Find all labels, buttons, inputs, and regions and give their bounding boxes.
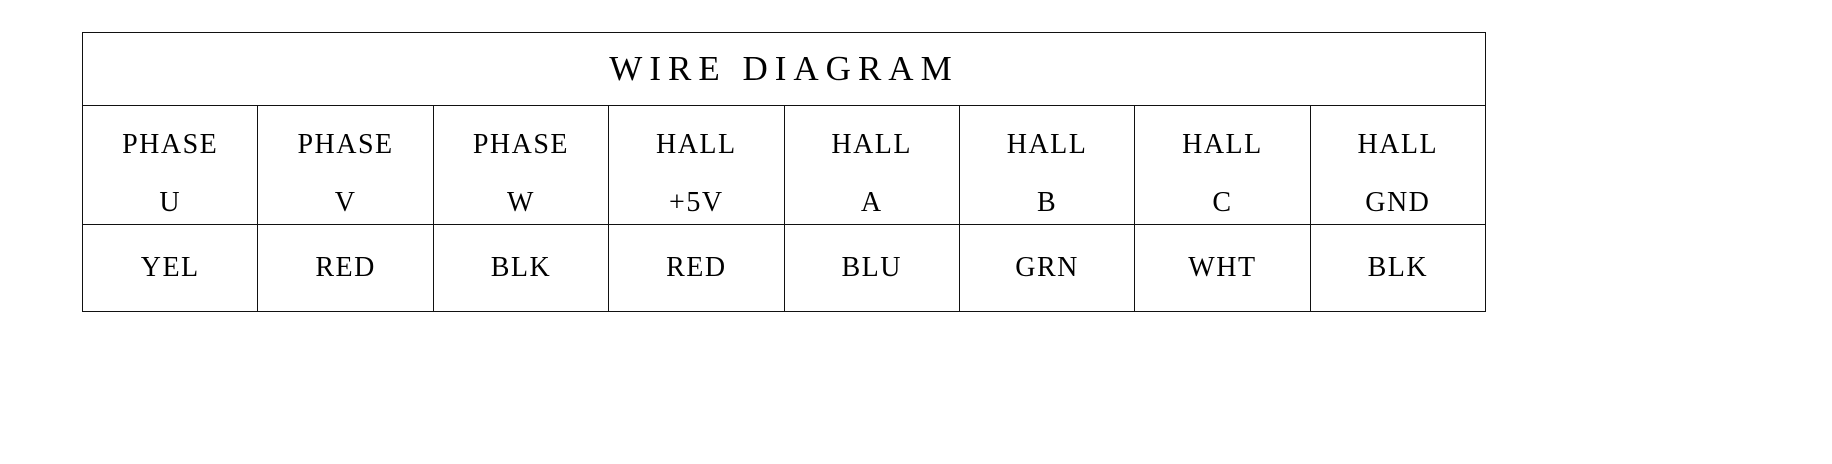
table-title: WIRE DIAGRAM bbox=[82, 32, 1486, 106]
header-line1: HALL bbox=[655, 129, 737, 160]
header-line1: PHASE bbox=[472, 129, 570, 160]
header-line2: GND bbox=[1365, 187, 1431, 218]
header-cell-hall-a: HALL A bbox=[783, 105, 960, 225]
table-row-values: YEL RED BLK RED BLU GRN WHT BLK bbox=[81, 224, 1487, 312]
header-line1: HALL bbox=[1006, 129, 1088, 160]
value-cell-hall-c: WHT bbox=[1134, 224, 1311, 312]
table-row-header: PHASE U PHASE V PHASE W HALL +5V HALL bbox=[81, 105, 1487, 225]
header-cell-hall-5v: HALL +5V bbox=[608, 105, 785, 225]
value-cell-hall-gnd: BLK bbox=[1309, 224, 1487, 312]
header-line1: HALL bbox=[1182, 129, 1263, 160]
value-cell-hall-5v: RED bbox=[608, 224, 785, 312]
header-line1: PHASE bbox=[297, 129, 394, 160]
value-cell-hall-a: BLU bbox=[783, 224, 960, 312]
header-line1: HALL bbox=[1357, 129, 1439, 160]
header-line2: A bbox=[860, 187, 883, 218]
value-cell-hall-b: GRN bbox=[958, 224, 1136, 312]
header-line1: PHASE bbox=[122, 129, 219, 160]
header-line2: +5V bbox=[669, 187, 724, 218]
value-cell-phase-u: YEL bbox=[81, 224, 259, 312]
header-cell-phase-u: PHASE U bbox=[81, 105, 259, 225]
header-line2: V bbox=[334, 187, 357, 218]
header-cell-hall-c: HALL C bbox=[1134, 105, 1311, 225]
header-cell-phase-w: PHASE W bbox=[432, 105, 610, 225]
value-cell-phase-v: RED bbox=[257, 224, 434, 312]
header-line2: C bbox=[1212, 187, 1233, 218]
header-line1: HALL bbox=[831, 129, 913, 160]
value-cell-phase-w: BLK bbox=[432, 224, 610, 312]
header-line2: U bbox=[159, 187, 182, 218]
header-cell-hall-gnd: HALL GND bbox=[1309, 105, 1487, 225]
header-cell-hall-b: HALL B bbox=[958, 105, 1136, 225]
header-line2: B bbox=[1036, 187, 1058, 218]
header-cell-phase-v: PHASE V bbox=[257, 105, 434, 225]
wire-diagram-table: WIRE DIAGRAM PHASE U PHASE V PHASE W HAL… bbox=[81, 32, 1487, 312]
table-row-title: WIRE DIAGRAM bbox=[82, 32, 1486, 106]
header-line2: W bbox=[506, 187, 535, 218]
